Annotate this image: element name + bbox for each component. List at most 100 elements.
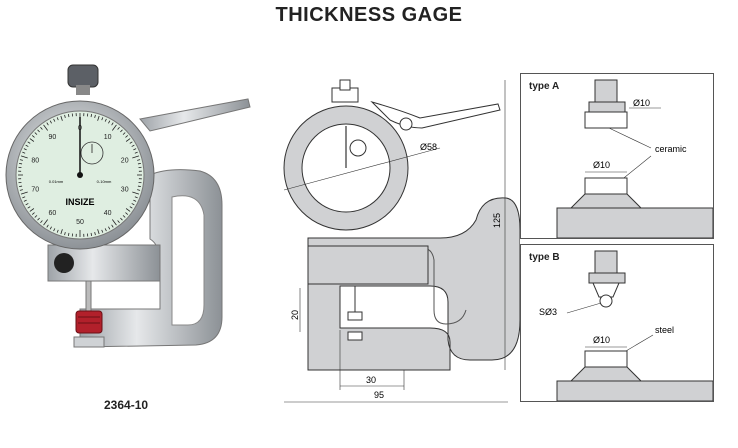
type-a-panel: type A Ø10 ceramic Ø10 xyxy=(520,73,714,239)
dial-tick xyxy=(40,220,43,224)
dial-range: 0-10mm xyxy=(97,179,112,184)
type-b-sphere: SØ3 xyxy=(539,307,557,317)
page-title: THICKNESS GAGE xyxy=(275,4,463,26)
dial-tick xyxy=(64,114,66,118)
dial-tick xyxy=(132,155,140,159)
dial-tick xyxy=(122,215,126,218)
dial-tick xyxy=(125,138,131,142)
dial-tick xyxy=(56,117,59,121)
dial-number: 80 xyxy=(31,157,39,164)
dial-tick xyxy=(60,229,63,235)
dial-tick xyxy=(64,232,66,236)
dial-tick xyxy=(94,114,96,118)
dial-tick xyxy=(125,212,129,215)
dial-tick xyxy=(132,191,140,195)
dial-tick xyxy=(108,226,111,230)
dial-tick xyxy=(133,148,137,151)
dial-tick xyxy=(129,141,133,144)
dial-tick xyxy=(31,212,35,215)
dial-tick xyxy=(137,162,141,165)
dial-tick xyxy=(104,228,107,232)
dial-tick xyxy=(90,114,93,118)
dim-gap: 20 xyxy=(290,310,300,320)
dial-tick xyxy=(20,155,28,159)
dial-tick xyxy=(97,115,100,121)
dial-tick xyxy=(27,206,31,209)
dial-tick xyxy=(31,135,35,138)
dial-number: 90 xyxy=(48,134,56,141)
dial-number: 20 xyxy=(121,157,129,164)
dial-tick xyxy=(49,120,52,124)
dial-number: 30 xyxy=(121,187,129,194)
dial-tick xyxy=(122,132,126,135)
dial-tick xyxy=(137,185,141,188)
dial-tick xyxy=(19,159,23,161)
dial-tick xyxy=(134,196,138,199)
dial-brand: INSIZE xyxy=(65,197,94,207)
dial-tick xyxy=(134,151,138,154)
dial-tick xyxy=(46,122,49,126)
dial-tick xyxy=(137,159,141,161)
dial-tick xyxy=(56,229,59,233)
dial-tick xyxy=(34,215,38,218)
type-b-label: type B xyxy=(529,252,560,263)
type-a-dia-lower: Ø10 xyxy=(593,160,610,170)
dial-tick xyxy=(125,208,131,212)
dial-number: 10 xyxy=(104,134,112,141)
dial-tick xyxy=(111,224,114,228)
dial-tick xyxy=(53,118,56,122)
dial-resolution: 0.01mm xyxy=(49,179,64,184)
dial-number: 70 xyxy=(31,187,39,194)
dial-tick xyxy=(104,118,107,122)
dial-number: 40 xyxy=(104,210,112,217)
dial-tick xyxy=(19,162,23,165)
dial-tick xyxy=(29,138,35,142)
dial-tick xyxy=(131,144,135,147)
dial-tick xyxy=(25,144,29,147)
dial-tick xyxy=(131,203,135,206)
dial-tick xyxy=(43,124,48,131)
dial-tick xyxy=(60,115,63,121)
dial-tick xyxy=(49,226,52,230)
dial-tick xyxy=(108,120,111,124)
type-a-dia-upper: Ø10 xyxy=(633,98,650,108)
product-photo: 0102030405060708090 INSIZE 0.01mm 0-10mm xyxy=(5,64,251,348)
dial-tick xyxy=(90,232,93,236)
model-number: 2364-10 xyxy=(104,398,149,412)
dial-tick xyxy=(19,189,23,191)
dial-number: 60 xyxy=(48,210,56,217)
dial-tick xyxy=(97,229,100,235)
dial-tick xyxy=(129,206,133,209)
dial-tick xyxy=(20,191,28,195)
type-b-dia: Ø10 xyxy=(593,335,610,345)
dial-tick xyxy=(23,199,27,202)
dial-tick xyxy=(29,208,35,212)
dial-tick xyxy=(22,151,26,154)
dial-tick xyxy=(46,224,49,228)
dial-tick xyxy=(112,124,117,131)
dial-tick xyxy=(120,217,123,221)
dial-tick xyxy=(94,232,96,236)
dial-tick xyxy=(22,196,26,199)
dial-tick xyxy=(111,122,114,126)
dial-tick xyxy=(117,220,120,224)
dial-tick xyxy=(120,129,123,133)
dial-tick xyxy=(137,189,141,191)
dim-throat: 30 xyxy=(366,375,376,385)
type-a-material: ceramic xyxy=(655,144,687,154)
dial-tick xyxy=(101,117,104,121)
dial-tick xyxy=(40,126,43,130)
dial-tick xyxy=(67,114,70,118)
dial-number: 50 xyxy=(76,219,84,226)
dial-tick xyxy=(19,185,23,188)
type-a-label: type A xyxy=(529,81,560,92)
dial-tick xyxy=(37,217,40,221)
type-b-panel: type B SØ3 Ø10 steel xyxy=(520,244,714,402)
dial-tick xyxy=(25,203,29,206)
dial-tick xyxy=(27,141,31,144)
dial-tick xyxy=(53,228,56,232)
dim-width: 95 xyxy=(374,390,384,400)
technical-drawing: Ø58 125 20 30 95 xyxy=(283,79,520,403)
dial-tick xyxy=(112,219,117,226)
dial-tick xyxy=(117,126,120,130)
